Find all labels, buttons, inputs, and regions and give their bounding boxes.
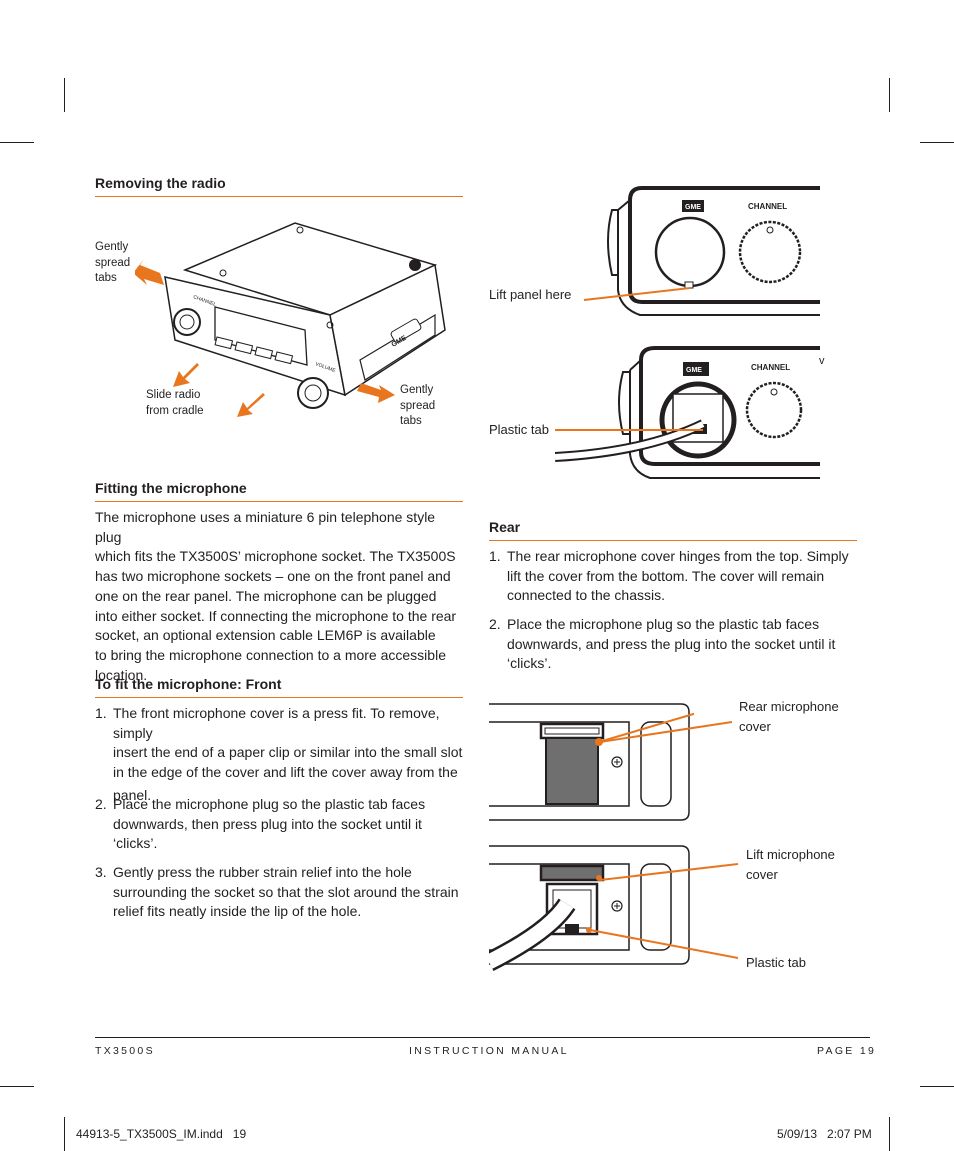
panel-brand-text-2: GME <box>686 367 702 374</box>
crop-mark <box>920 1086 954 1087</box>
leader-plastic-tab-rear <box>589 929 739 959</box>
label-lift-cover: Lift microphone cover <box>746 847 835 882</box>
arrow-down-left <box>173 363 199 387</box>
label-rear-cover: Rear microphone cover <box>739 699 839 734</box>
slug-file-name: 44913-5_TX3500S_IM.indd 19 <box>76 1127 247 1141</box>
leader-lift-cover <box>599 863 739 881</box>
rear-step-1: 1. The rear microphone cover hinges from… <box>489 548 849 604</box>
label-plastic-tab-front: Plastic tab <box>489 422 549 437</box>
leader-lift-panel <box>583 287 691 301</box>
footer-rule <box>95 1037 870 1038</box>
callout-spread-tabs-left: Gently spread tabs <box>95 241 131 284</box>
front-step-3: 3. Gently press the rubber strain relief… <box>95 864 459 920</box>
rear-step-2: 2. Place the microphone plug so the plas… <box>489 616 836 672</box>
crop-mark <box>0 1086 34 1087</box>
footer-page-number: PAGE 19 <box>817 1045 877 1057</box>
front-panel-diagram-cover: GME CHANNEL <box>607 186 820 316</box>
leader-rear-cover <box>599 721 733 743</box>
heading-rule <box>95 697 463 698</box>
label-plastic-tab-rear: Plastic tab <box>746 955 806 970</box>
front-step-2: 2. Place the microphone plug so the plas… <box>95 796 426 852</box>
crop-mark <box>64 1117 65 1151</box>
section-heading-fitting: Fitting the microphone <box>95 480 247 496</box>
footer-manual: INSTRUCTION MANUAL <box>409 1045 569 1057</box>
crop-mark <box>64 78 65 112</box>
section-heading-rear: Rear <box>489 519 521 535</box>
crop-mark <box>889 78 890 112</box>
slug-date: 5/09/13 2:07 PM <box>777 1127 872 1141</box>
front-panel-diagram-plug: GME CHANNEL <box>555 346 820 479</box>
callout-slide-radio: Slide radio from cradle <box>146 389 204 417</box>
callout-spread-tabs-right: Gently spread tabs <box>400 384 436 427</box>
heading-rule <box>489 540 857 541</box>
panel-channel-text-2: CHANNEL <box>751 363 790 372</box>
panel-brand-text: GME <box>685 204 701 211</box>
section-heading-front: To fit the microphone: Front <box>95 676 282 692</box>
panel-channel-text: CHANNEL <box>748 202 787 211</box>
footer-model: TX3500S <box>95 1045 155 1057</box>
heading-rule <box>95 196 463 197</box>
arrow-left <box>135 259 164 285</box>
arrow-right <box>357 383 395 403</box>
arrow-down-left-2 <box>237 393 265 417</box>
section-heading-removing: Removing the radio <box>95 175 226 191</box>
rear-panel-diagram-plug <box>489 845 690 971</box>
rear-panel-diagram-cover <box>489 703 694 821</box>
front-step-1: 1. The front microphone cover is a press… <box>95 705 463 803</box>
stray-mark: v <box>819 355 825 367</box>
crop-mark <box>920 142 954 143</box>
crop-mark <box>0 142 34 143</box>
crop-mark <box>889 1117 890 1151</box>
label-lift-panel: Lift panel here <box>489 287 572 302</box>
heading-rule <box>95 501 463 502</box>
fitting-paragraph: The microphone uses a miniature 6 pin te… <box>95 509 457 683</box>
radio-removal-illustration: CHANNEL VOLUME GME <box>135 222 446 417</box>
